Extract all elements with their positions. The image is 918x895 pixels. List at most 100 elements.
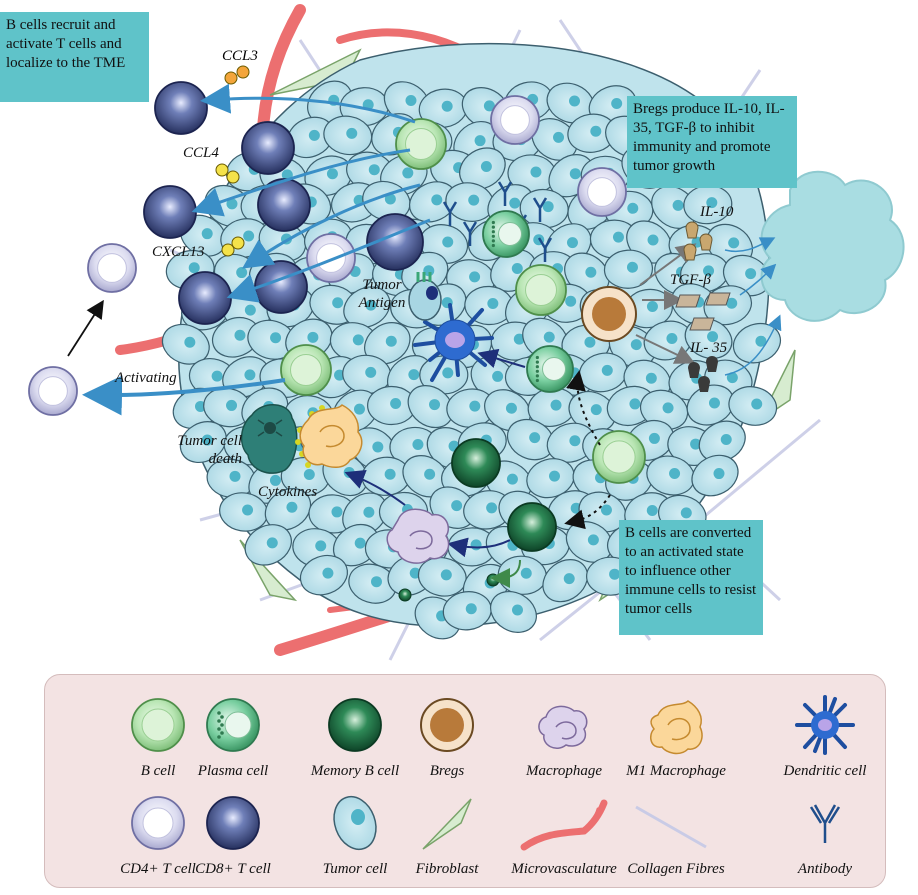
tumor-cell xyxy=(698,420,746,463)
antibody-icon xyxy=(809,804,841,843)
tumor-cell xyxy=(683,184,733,225)
collagen-fibres-icon xyxy=(635,805,707,849)
tumor-cell xyxy=(691,454,739,497)
tumor-antigen-label: Tumor Antigen xyxy=(358,277,406,311)
callout-converted: B cells are converted to an activated st… xyxy=(619,520,763,635)
dead-tumor-cell xyxy=(240,404,298,474)
tumor-cell xyxy=(445,182,495,222)
fibroblast-icon xyxy=(422,798,472,850)
cd8-t-cell-icon xyxy=(206,796,260,850)
callout-bregs: Bregs produce IL-10, IL-35, TGF-β to inh… xyxy=(627,96,797,188)
cd8-t-cell xyxy=(143,185,197,239)
ccl4-label: CCL4 xyxy=(183,145,219,161)
tumor-cell xyxy=(567,113,617,153)
tumor-cell xyxy=(211,316,260,358)
tumor-cell xyxy=(728,386,778,426)
legend-label: Fibroblast xyxy=(415,861,479,877)
tumor-cell xyxy=(342,354,392,394)
tumor-cell xyxy=(367,385,417,426)
tumor-cell xyxy=(490,590,537,633)
tumor-cell xyxy=(343,286,391,328)
legend-label: Dendritic cell xyxy=(783,763,867,779)
cd4-t-cell xyxy=(577,167,627,217)
tumor-cell-icon xyxy=(333,795,377,851)
tumor-cell xyxy=(463,490,513,530)
legend-item: B cell xyxy=(98,695,218,779)
arrows xyxy=(67,83,782,588)
legend-label: Antibody xyxy=(797,861,853,877)
callout-recruit: B cells recruit and activate T cells and… xyxy=(0,12,149,102)
legend-label: Plasma cell xyxy=(197,763,269,779)
legend-label: Collagen Fibres xyxy=(627,861,725,877)
cytokine-tgfb xyxy=(675,292,731,331)
legend-item: Antibody xyxy=(765,793,885,877)
plasma-cell-icon xyxy=(206,698,260,752)
cytokine-il35 xyxy=(688,356,718,392)
legend-item: Memory B cell xyxy=(295,695,415,779)
legend-label: Memory B cell xyxy=(310,763,400,779)
activating-label: Activating xyxy=(115,370,177,386)
legend-label: CD8+ T cell xyxy=(195,861,271,877)
b-cell xyxy=(592,430,646,484)
breg-cell xyxy=(581,286,637,342)
legend-item: M1 Macrophage xyxy=(616,695,736,779)
legend-item: Microvasculature xyxy=(504,793,624,877)
tumor-cell xyxy=(409,181,457,223)
tumor-cell xyxy=(639,389,689,431)
legend-label: M1 Macrophage xyxy=(626,763,726,779)
tumor-cell xyxy=(203,387,252,428)
m1-macrophage-icon xyxy=(649,700,703,755)
legend-item: Macrophage xyxy=(504,695,624,779)
antigen-presenting-cell xyxy=(408,272,442,321)
m1-macrophage xyxy=(299,404,363,468)
tumor-cell xyxy=(161,323,210,365)
cd4-t-cell-icon xyxy=(131,796,185,850)
cytokines-label: Cytokines xyxy=(258,484,318,500)
cd4-t-cell xyxy=(306,233,356,283)
legend-label: CD4+ T cell xyxy=(120,861,196,877)
tumor-cell xyxy=(680,253,730,293)
legend-item: Collagen Fibres xyxy=(616,793,736,877)
legend-label: Macrophage xyxy=(525,763,603,779)
macrophage xyxy=(386,508,450,564)
memory-b-cell-icon xyxy=(328,698,382,752)
tumor-cell-death-label: Tumor cell death xyxy=(177,433,242,467)
ccl3-label: CCL3 xyxy=(222,48,258,64)
legend-label: Microvasculature xyxy=(511,861,617,877)
tumor-spread-blob xyxy=(760,170,905,322)
legend-item: Bregs xyxy=(387,695,507,779)
cd4-t-cell xyxy=(87,243,137,293)
tumor-cell xyxy=(603,249,654,289)
tumor-cell xyxy=(646,455,695,496)
memory-b-cell xyxy=(451,438,501,488)
legend-item: CD4+ T cell xyxy=(98,793,218,877)
chemokine-dots xyxy=(215,65,250,257)
tgfb-label: TGF-β xyxy=(670,272,711,288)
tumor-cell xyxy=(578,352,628,393)
cd4-t-cell xyxy=(490,95,540,145)
cytokine-il10 xyxy=(683,221,713,261)
b-cell xyxy=(280,344,332,396)
memory-b-cell xyxy=(398,588,412,602)
dendritic-cell xyxy=(413,303,494,382)
il10-label: IL-10 xyxy=(700,204,734,220)
legend-item: Tumor cell xyxy=(295,793,415,877)
tumor-cell xyxy=(651,185,698,229)
antibody-cluster xyxy=(442,181,553,262)
tumor-cell xyxy=(179,421,227,464)
memory-b-cell xyxy=(486,573,500,587)
tumor-cell xyxy=(546,82,595,124)
cd8-t-cell xyxy=(154,81,208,135)
plasma-cell xyxy=(526,345,574,393)
tumor-cell xyxy=(348,563,397,604)
tumor-cell xyxy=(383,81,431,124)
tumor-cell xyxy=(732,322,782,364)
tumor-cell xyxy=(418,88,468,129)
legend-item: Dendritic cell xyxy=(765,695,885,779)
tumor-cell xyxy=(264,487,312,531)
memory-b-cell xyxy=(507,502,557,552)
legend-label: B cell xyxy=(140,763,176,779)
bregs-icon xyxy=(420,698,474,752)
legend-item: Fibroblast xyxy=(387,793,507,877)
tumor-cell xyxy=(244,524,292,566)
